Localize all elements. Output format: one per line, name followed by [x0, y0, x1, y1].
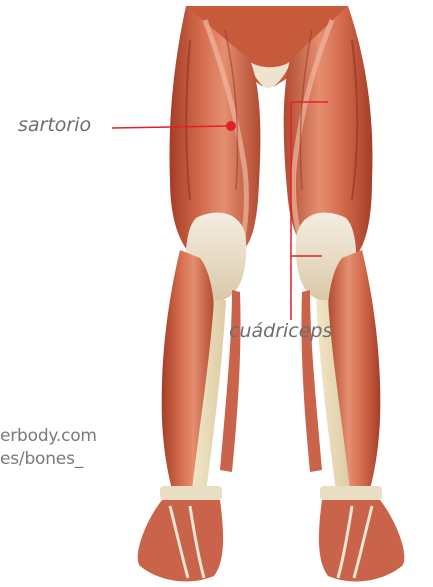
- source-credit-line1: erbody.com: [0, 426, 97, 446]
- cuadriceps-label: cuádriceps: [229, 320, 332, 342]
- sartorio-label: sartorio: [18, 114, 91, 136]
- lower-legs: [162, 250, 381, 492]
- feet: [138, 486, 405, 581]
- source-credit-line2: es/bones_: [0, 449, 83, 469]
